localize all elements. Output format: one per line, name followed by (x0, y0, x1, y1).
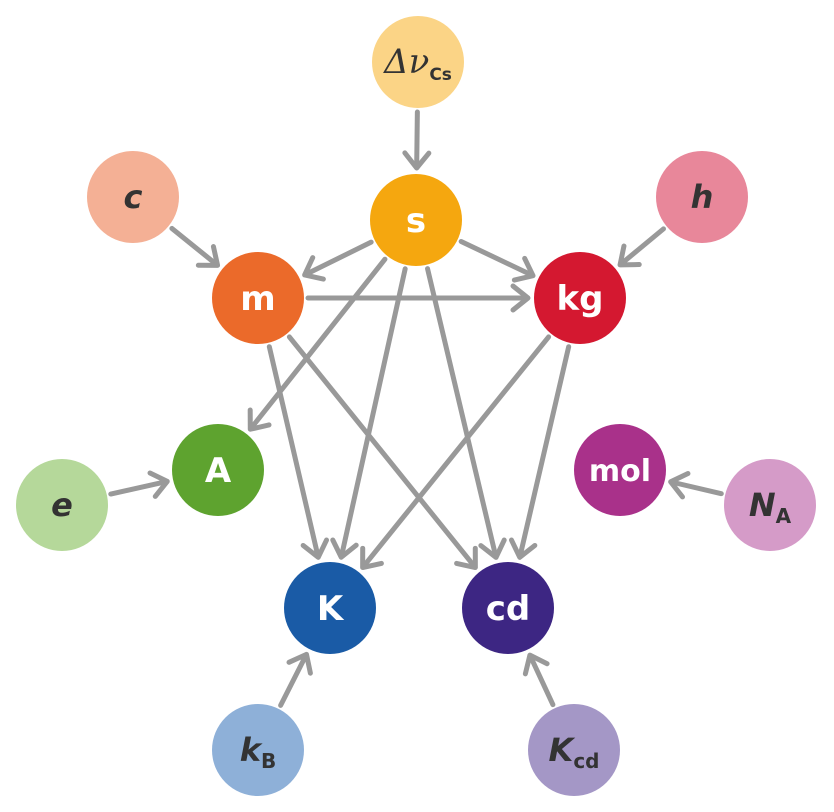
unit-node-mol: mol (574, 424, 666, 516)
unit-node-kg: kg (534, 252, 626, 344)
constant-symbol-Kcd: K (549, 731, 576, 769)
edge-m-to-K (266, 344, 330, 560)
constant-node-NA: NA (724, 459, 816, 551)
constant-symbol-e: e (51, 486, 73, 524)
edge-s-to-cd (425, 266, 507, 560)
edge-s-to-m (302, 239, 374, 282)
constant-symbol-h: h (691, 178, 714, 216)
unit-circle-cd (462, 562, 554, 654)
constant-label-NA: NA (749, 486, 792, 528)
constant-label-kB: kB (240, 731, 277, 773)
edge-s-to-A (247, 256, 388, 432)
constant-circle-c (87, 151, 179, 243)
unit-label-m: m (240, 279, 275, 319)
edge-c-to-m (169, 225, 221, 268)
edge-Kcd-to-cd (522, 652, 556, 708)
edge-m-to-cd (286, 334, 478, 571)
unit-label-K: K (317, 589, 345, 629)
constant-label-Kcd: Kcd (549, 731, 600, 773)
unit-label-A: A (205, 451, 232, 491)
constant-circle-e (16, 459, 108, 551)
constant-label-dnu: ΔνCs (382, 42, 452, 85)
unit-node-s: s (370, 174, 462, 266)
constant-circle-Kcd (528, 704, 620, 796)
unit-circle-s (370, 174, 462, 266)
constant-subscript-NA: A (776, 504, 792, 528)
constant-node-Kcd: Kcd (528, 704, 620, 796)
constant-symbol-c: c (124, 178, 143, 216)
edge-dnu-to-s (402, 109, 432, 171)
constant-label-c: c (124, 178, 143, 216)
unit-node-m: m (212, 252, 304, 344)
constant-label-e: e (51, 486, 73, 524)
edge-NA-to-mol (668, 471, 724, 500)
constant-node-e: e (16, 459, 108, 551)
unit-circle-K (284, 562, 376, 654)
constant-circle-dnu (372, 16, 464, 108)
constant-subscript-dnu: Cs (429, 65, 452, 85)
constant-symbol-dnu: Δν (382, 42, 429, 82)
edge-s-to-K (330, 266, 408, 560)
constant-subscript-Kcd: cd (573, 749, 599, 773)
unit-label-kg: kg (557, 279, 604, 319)
constant-node-h: h (656, 151, 748, 243)
constant-symbol-NA: N (749, 486, 776, 524)
unit-circle-mol (574, 424, 666, 516)
edge-s-to-kg (458, 238, 536, 283)
edge-h-to-kg (617, 226, 666, 268)
edge-kg-to-cd (508, 344, 572, 560)
constant-node-kB: kB (212, 704, 304, 796)
constant-node-c: c (87, 151, 179, 243)
unit-label-mol: mol (589, 454, 651, 489)
unit-label-s: s (406, 201, 426, 241)
edges-layer (108, 109, 724, 708)
constant-symbol-kB: k (240, 731, 263, 769)
unit-node-cd: cd (462, 562, 554, 654)
edge-kg-to-K (360, 334, 552, 571)
unit-circle-kg (534, 252, 626, 344)
constant-node-dnu: ΔνCs (372, 16, 464, 108)
constant-circle-kB (212, 704, 304, 796)
unit-node-K: K (284, 562, 376, 654)
unit-circle-m (212, 252, 304, 344)
constant-circle-NA (724, 459, 816, 551)
unit-label-cd: cd (486, 589, 531, 629)
constant-label-h: h (691, 178, 714, 216)
constant-subscript-kB: B (261, 749, 276, 773)
edge-m-to-kg (305, 283, 531, 313)
constant-circle-h (656, 151, 748, 243)
unit-node-A: A (172, 424, 264, 516)
edge-kB-to-K (278, 651, 313, 708)
unit-circle-A (172, 424, 264, 516)
edge-e-to-A (108, 470, 170, 499)
